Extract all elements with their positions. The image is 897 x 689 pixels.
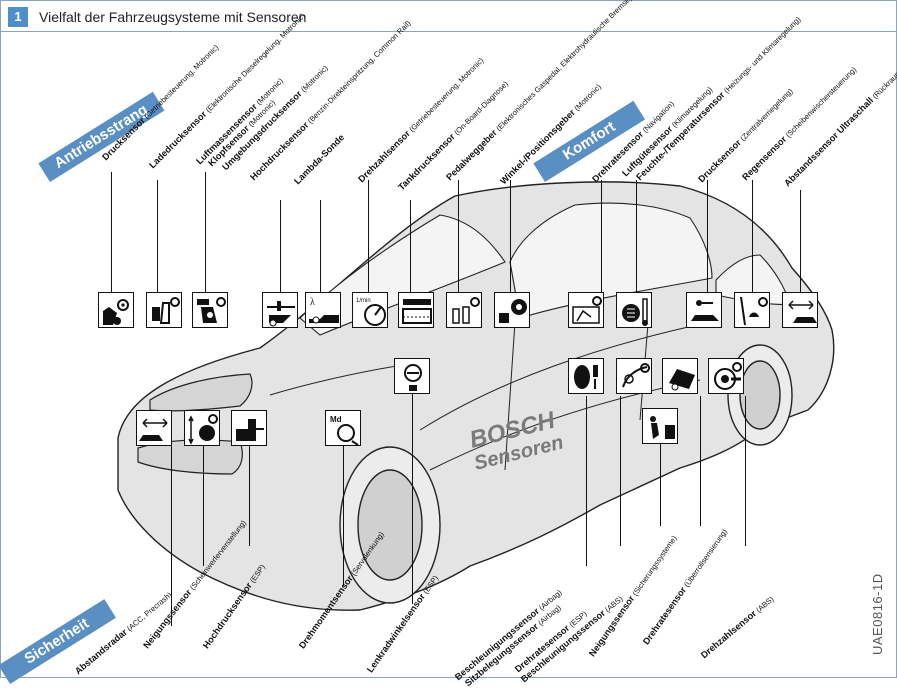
leader-line — [205, 172, 206, 292]
leader-line — [601, 180, 602, 292]
door-lock-pressure-sensor-icon — [686, 292, 722, 328]
torque-sensor-icon: Md — [325, 410, 361, 446]
figure-titlebar: 1 Vielfalt der Fahrzeugsysteme mit Senso… — [1, 1, 896, 32]
leader-line — [412, 394, 413, 604]
inclination-sensor-headlight-icon — [184, 410, 220, 446]
svg-text:λ: λ — [310, 297, 315, 308]
pedal-travel-sensor-icon — [446, 292, 482, 328]
leader-line — [752, 180, 753, 292]
leader-line — [111, 172, 112, 292]
leader-line — [620, 396, 621, 546]
leader-line — [660, 426, 661, 526]
rollover-sensor-icon — [662, 358, 698, 394]
high-pressure-sensor-esp-icon — [231, 410, 267, 446]
leader-line — [249, 446, 250, 546]
leader-line — [157, 180, 158, 292]
leader-line — [510, 180, 511, 292]
boost-pressure-sensor-icon — [146, 292, 182, 328]
tank-pressure-sensor-icon — [398, 292, 434, 328]
distance-radar-icon — [136, 410, 172, 446]
airbag-acceleration-sensor-icon — [568, 358, 604, 394]
torque-unit-glyph: Md — [330, 415, 342, 424]
figure-number: 1 — [8, 7, 28, 27]
navigation-yaw-rate-sensor-icon — [568, 292, 604, 328]
figure-title: Vielfalt der Fahrzeugsysteme mit Sensore… — [39, 9, 307, 25]
steering-angle-sensor-icon — [394, 358, 430, 394]
leader-line — [707, 180, 708, 292]
ultrasonic-distance-sensor-icon — [782, 292, 818, 328]
abs-speed-sensor-icon — [708, 358, 744, 394]
leader-line — [745, 396, 746, 546]
leader-line — [368, 180, 369, 292]
angle-position-sensor-icon — [494, 292, 530, 328]
leader-line — [700, 396, 701, 526]
air-quality-sensor-icon — [616, 292, 652, 328]
leader-line — [320, 200, 321, 292]
leader-line — [800, 190, 801, 292]
lambda-probe-icon: λ — [305, 292, 341, 328]
leader-line — [203, 446, 204, 566]
air-mass-knock-sensor-icon — [192, 292, 228, 328]
pressure-sensor-gearbox-icon — [98, 292, 134, 328]
leader-line — [636, 180, 637, 292]
leader-line — [343, 446, 344, 586]
speed-sensor-icon: 1/min — [352, 292, 388, 328]
leader-line — [280, 200, 281, 292]
yaw-rate-sensor-esp-icon — [616, 358, 652, 394]
leader-line — [410, 200, 411, 292]
leader-line — [586, 396, 587, 566]
leader-line — [171, 446, 172, 626]
rpm-unit-glyph: 1/min — [356, 298, 371, 304]
high-pressure-sensor-icon — [262, 292, 298, 328]
leader-line — [458, 180, 459, 292]
rain-sensor-icon — [734, 292, 770, 328]
seat-occupancy-sensor-icon — [642, 408, 678, 444]
